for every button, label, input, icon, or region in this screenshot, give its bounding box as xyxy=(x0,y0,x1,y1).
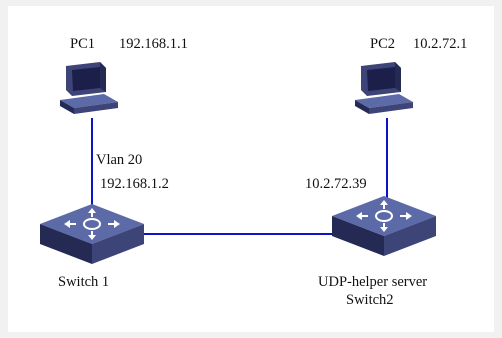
pc2-ip-label: 10.2.72.1 xyxy=(413,36,468,52)
switch1-ip-label: 192.168.1.2 xyxy=(100,176,169,192)
switch2-role-label: UDP-helper server xyxy=(318,274,428,290)
pc2-name-label: PC2 xyxy=(370,36,395,52)
switch2-name-label: Switch2 xyxy=(346,292,394,308)
pc1-name-label: PC1 xyxy=(70,36,95,52)
diagram-panel xyxy=(8,6,494,332)
pc-icon xyxy=(60,62,118,114)
switch-icon xyxy=(332,196,436,256)
switch2-ip-label: 10.2.72.39 xyxy=(305,176,367,192)
pc1-ip-label: 192.168.1.1 xyxy=(119,36,188,52)
pc-icon xyxy=(355,62,413,114)
links xyxy=(91,118,388,235)
switch-icon xyxy=(40,204,144,264)
switch1-name-label: Switch 1 xyxy=(58,274,110,290)
switch1-vlan-label: Vlan 20 xyxy=(96,152,143,168)
